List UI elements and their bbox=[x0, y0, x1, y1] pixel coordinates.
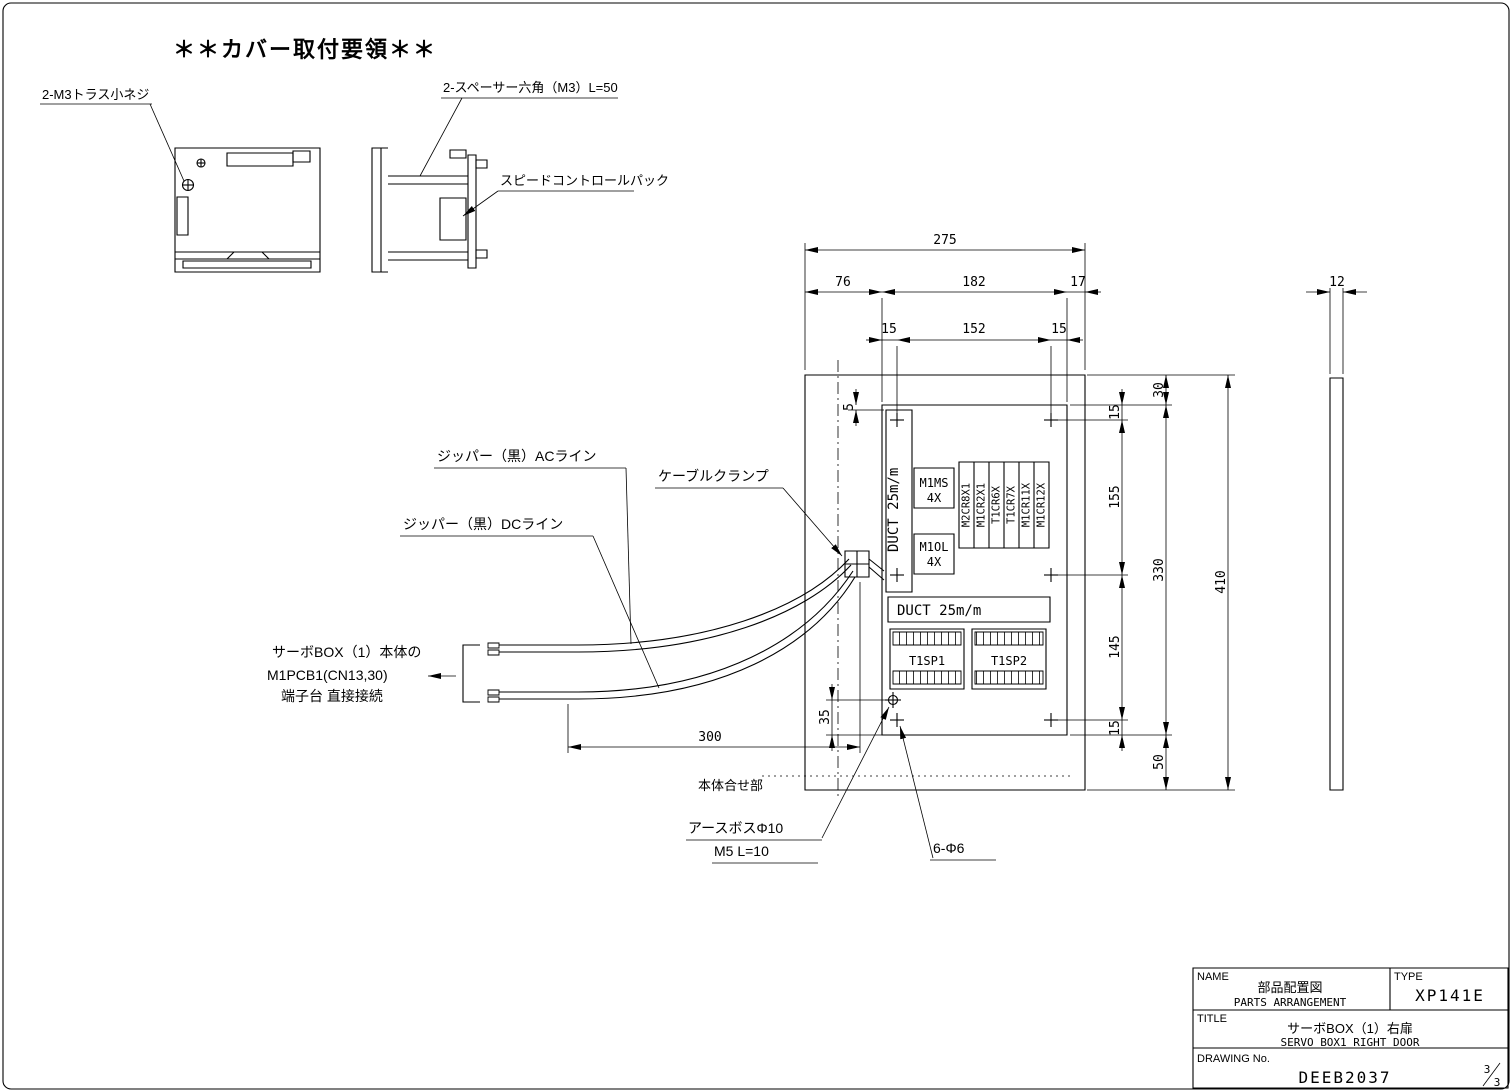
relay-label: T1CR7X bbox=[1006, 485, 1018, 524]
page-title: ＊＊カバー取付要領＊＊ bbox=[173, 37, 437, 62]
dim-275: 275 bbox=[933, 233, 956, 248]
holes-leader bbox=[900, 726, 996, 860]
t1sp1-label: T1SP1 bbox=[909, 654, 945, 668]
type-value: XP141E bbox=[1415, 986, 1485, 1005]
relay-label: M2CR8X1 bbox=[961, 483, 973, 527]
cable-harness bbox=[463, 559, 884, 702]
m1ms-box bbox=[914, 468, 954, 508]
duct-vertical-label: DUCT 25m/m bbox=[886, 468, 902, 552]
name-value-jp: 部品配置図 bbox=[1257, 980, 1322, 995]
duct-horizontal bbox=[888, 597, 1050, 622]
name-value-en: PARTS ARRANGEMENT bbox=[1234, 996, 1347, 1009]
zipper-dc-label: ジッパー（黒）DCライン bbox=[403, 516, 563, 532]
speed-control-pack bbox=[440, 198, 466, 240]
dimension-lines bbox=[568, 243, 1367, 790]
spacer-label: 2-スペーサー六角（M3）L=50 bbox=[443, 80, 618, 95]
holes-label: 6-Φ6 bbox=[933, 840, 965, 856]
servo-box-note-line2: M1PCB1(CN13,30) bbox=[267, 667, 388, 683]
dim-152: 152 bbox=[962, 322, 985, 337]
dim-300: 300 bbox=[698, 730, 721, 745]
servo-box-note-line1: サーボBOX（1）本体の bbox=[272, 644, 421, 660]
door-panel bbox=[762, 360, 1085, 798]
dim-50: 50 bbox=[1152, 754, 1167, 770]
cover-side-view bbox=[372, 148, 487, 272]
drawing-no-label: DRAWING No. bbox=[1197, 1053, 1270, 1065]
title-block-grid bbox=[1193, 968, 1508, 1088]
dim-30: 30 bbox=[1152, 382, 1167, 398]
duct-horizontal-label: DUCT 25m/m bbox=[897, 603, 981, 619]
body-mating-label: 本体合せ部 bbox=[698, 778, 763, 793]
cable-clamp-label: ケーブルクランプ bbox=[658, 468, 769, 484]
relay-label: M1CR12X bbox=[1036, 482, 1048, 527]
zipper-ac-leader bbox=[434, 468, 631, 644]
truss-screw-leader bbox=[40, 104, 184, 181]
zipper-ac-label: ジッパー（黒）ACライン bbox=[437, 448, 596, 464]
dim-35: 35 bbox=[818, 709, 833, 725]
dim-5: 5 bbox=[842, 403, 857, 411]
relay-strip-block bbox=[959, 462, 1049, 548]
m1ol-label: M1OL bbox=[920, 540, 949, 554]
dim-12: 12 bbox=[1329, 275, 1345, 290]
title-value-jp: サーボBOX（1）右扉 bbox=[1287, 1021, 1413, 1036]
t1sp2-block: T1SP2 bbox=[972, 629, 1046, 689]
dim-145: 145 bbox=[1108, 635, 1123, 658]
t1sp1-block: T1SP1 bbox=[890, 629, 964, 689]
cable-clamp-leader bbox=[655, 488, 842, 556]
dim-76: 76 bbox=[835, 275, 851, 290]
m1ol-box bbox=[914, 534, 954, 574]
duct-vertical bbox=[886, 410, 912, 592]
dim-15-left: 15 bbox=[881, 322, 897, 337]
truss-screw-label: 2-M3トラス小ネジ bbox=[42, 87, 149, 102]
spacer-leader bbox=[420, 98, 618, 176]
dim-15-top: 15 bbox=[1108, 404, 1123, 420]
earth-boss bbox=[885, 692, 901, 708]
dim-182: 182 bbox=[962, 275, 985, 290]
components: DUCT 25m/m M1MS 4X M1OL 4X M2CR8X1 M1CR2… bbox=[886, 410, 1050, 689]
dim-15-bottom: 15 bbox=[1108, 720, 1123, 736]
type-label: TYPE bbox=[1394, 971, 1423, 983]
title-label: TITLE bbox=[1197, 1013, 1227, 1025]
title-value-en: SERVO BOX1 RIGHT DOOR bbox=[1280, 1036, 1419, 1049]
earth-boss-label-line1: アースボスΦ10 bbox=[688, 820, 783, 836]
page-fraction-slash bbox=[1483, 1063, 1500, 1086]
m1ms-qty: 4X bbox=[927, 491, 942, 505]
t1sp2-label: T1SP2 bbox=[991, 654, 1027, 668]
dim-17: 17 bbox=[1070, 275, 1086, 290]
dim-330: 330 bbox=[1152, 558, 1167, 581]
cover-front-view bbox=[175, 148, 320, 272]
screw-hole-crosses bbox=[890, 413, 1058, 727]
relay-label: T1CR6X bbox=[991, 485, 1003, 524]
relay-label: M1CR11X bbox=[1021, 482, 1033, 527]
servo-box-note-line3: 端子台 直接接続 bbox=[281, 688, 383, 704]
relay-label: M1CR2X1 bbox=[976, 483, 988, 527]
dim-410: 410 bbox=[1214, 570, 1229, 593]
dim-155: 155 bbox=[1108, 485, 1123, 508]
m1ms-label: M1MS bbox=[920, 476, 949, 490]
dim-15-right: 15 bbox=[1051, 322, 1067, 337]
zipper-dc-leader bbox=[400, 536, 659, 688]
speed-control-leader bbox=[463, 191, 634, 216]
m1ol-qty: 4X bbox=[927, 555, 942, 569]
speed-control-label: スピードコントロールパック bbox=[500, 173, 669, 188]
cable-clamp bbox=[845, 551, 869, 577]
name-label: NAME bbox=[1197, 971, 1229, 983]
page-total: 3 bbox=[1494, 1076, 1501, 1089]
earth-boss-label-line2: M5 L=10 bbox=[714, 843, 769, 859]
sheet-border bbox=[3, 3, 1509, 1089]
page-current: 3 bbox=[1484, 1063, 1491, 1076]
page-fraction: 3 3 bbox=[1483, 1063, 1500, 1089]
earth-boss-leader bbox=[686, 707, 889, 863]
door-edge-view bbox=[1330, 378, 1343, 790]
drawing-no-value: DEEB2037 bbox=[1298, 1068, 1391, 1087]
